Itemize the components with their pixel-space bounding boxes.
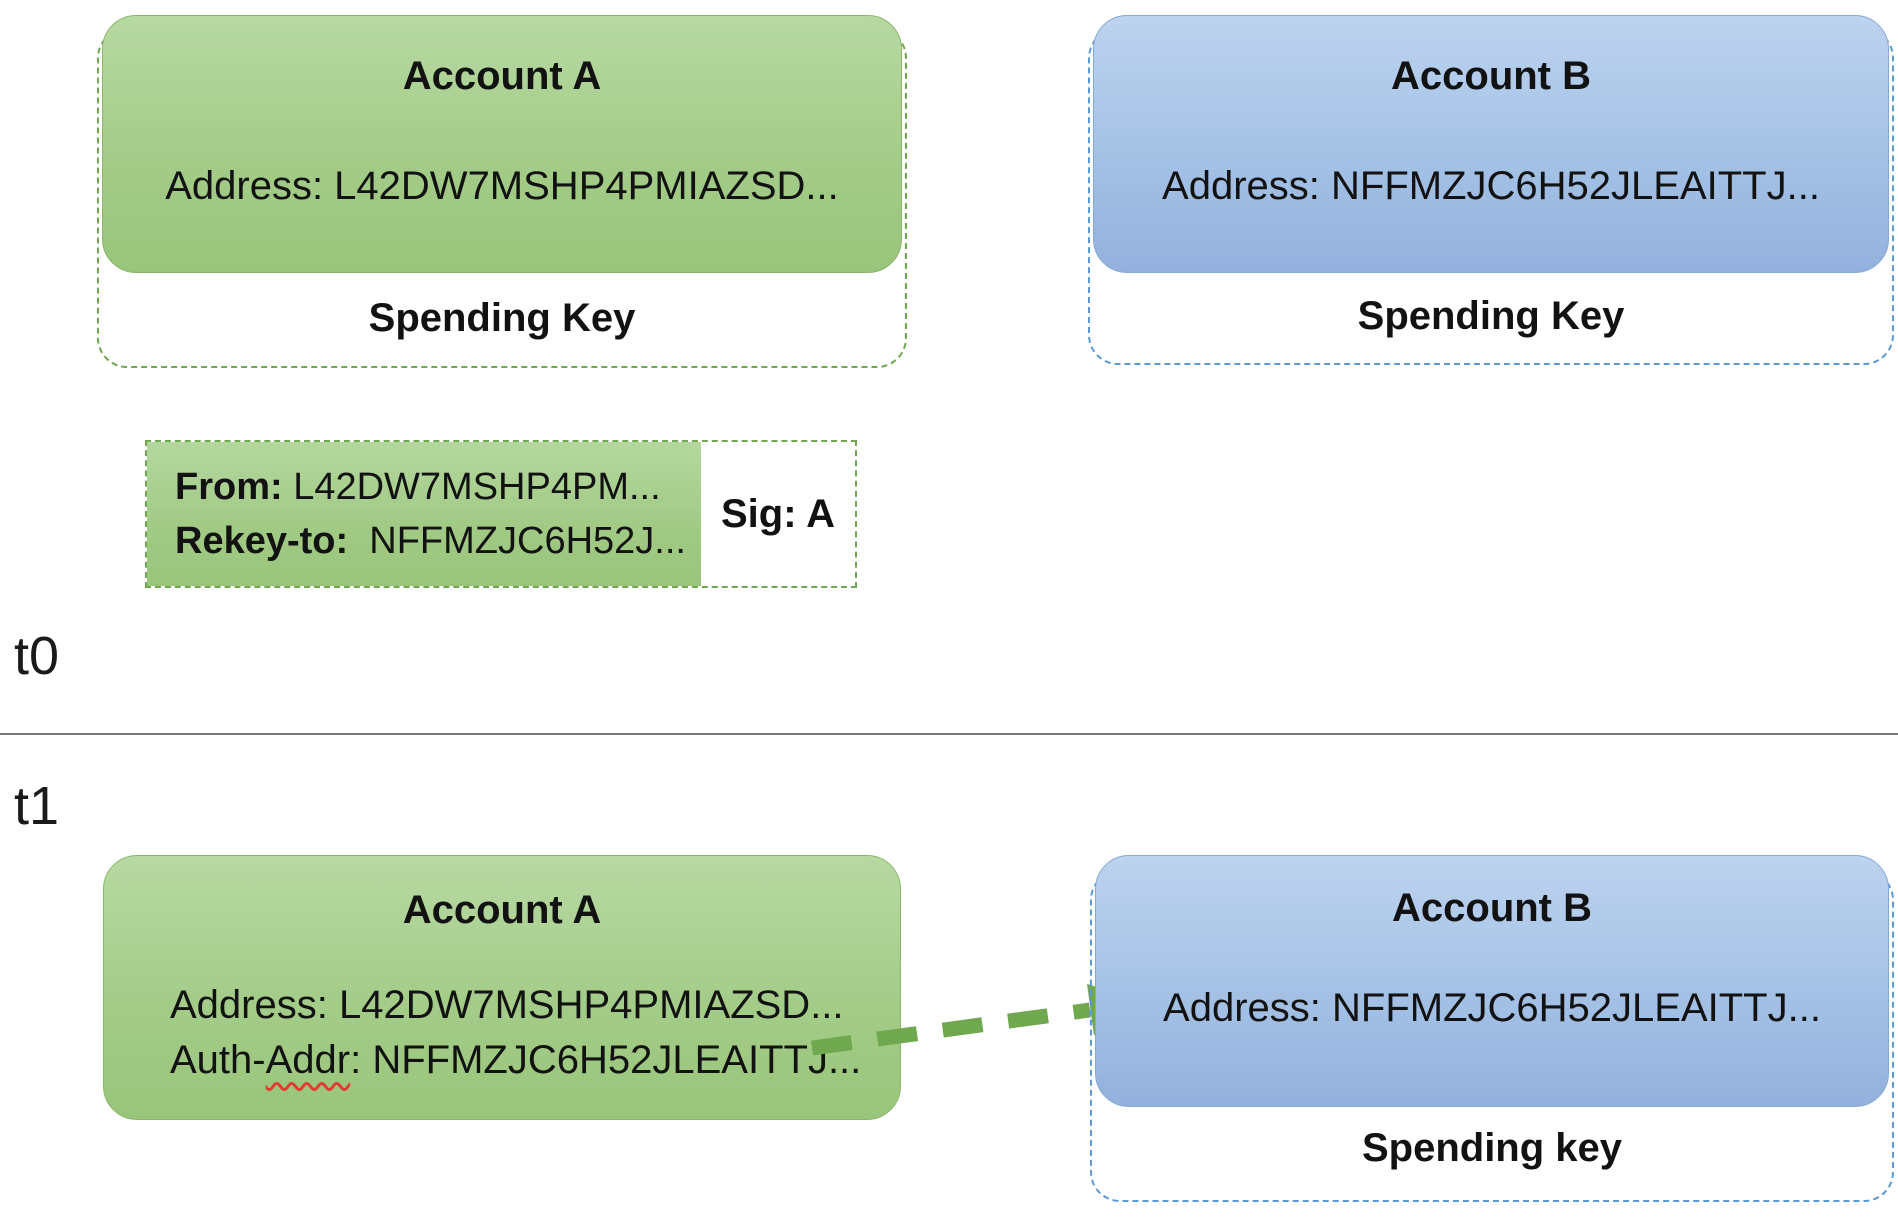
account-a-t1-address-lines: Address: L42DW7MSHP4PMIAZSD... Auth-Addr… [170,978,861,1088]
transaction-rekey-line: Rekey-to: NFFMZJC6H52J... [175,519,701,563]
account-b-t0-spending-key-label: Spending Key [1357,294,1625,338]
account-a-t0-title: Account A [402,54,602,98]
transaction-signature-box: Sig: A [720,491,836,536]
account-a-t1-auth-addr-line: Auth-Addr: NFFMZJC6H52JLEAITTJ... [170,1033,861,1088]
account-b-t1-group: Account B Address: NFFMZJC6H52JLEAITTJ..… [1090,855,1894,1202]
account-b-t1-card: Account B Address: NFFMZJC6H52JLEAITTJ..… [1095,855,1889,1107]
transaction-rekey-label: Rekey-to: [175,520,349,562]
rekey-transaction-box: From: L42DW7MSHP4PM... Rekey-to: NFFMZJC… [145,440,857,588]
account-b-t0-address: Address: NFFMZJC6H52JLEAITTJ... [1162,164,1820,208]
account-b-t1-spending-key-label: Spending key [1361,1126,1623,1170]
t0-label: t0 [14,626,60,686]
account-b-t0-card: Account B Address: NFFMZJC6H52JLEAITTJ..… [1093,15,1889,273]
account-a-t1-group: Account A Address: L42DW7MSHP4PMIAZSD...… [103,855,901,1120]
t1-label: t1 [14,776,60,836]
account-b-t0-group: Account B Address: NFFMZJC6H52JLEAITTJ..… [1088,15,1894,365]
timeline-divider [0,733,1898,735]
account-a-t1-card: Account A Address: L42DW7MSHP4PMIAZSD...… [103,855,901,1120]
account-a-t1-address: Address: L42DW7MSHP4PMIAZSD... [170,983,844,1027]
auth-addr-value: : NFFMZJC6H52JLEAITTJ... [350,1038,862,1082]
account-b-t0-title: Account B [1391,54,1591,98]
account-b-t1-title: Account B [1392,886,1592,930]
account-a-t0-card: Account A Address: L42DW7MSHP4PMIAZSD... [102,15,902,273]
account-b-t1-address: Address: NFFMZJC6H52JLEAITTJ... [1163,986,1821,1030]
account-a-t0-spending-key-label: Spending Key [368,296,636,340]
rekey-transaction-fields: From: L42DW7MSHP4PM... Rekey-to: NFFMZJC… [147,442,701,586]
transaction-from-label: From: [175,466,283,508]
auth-addr-misspelled-word: Addr [265,1038,351,1082]
auth-addr-prefix: Auth- [170,1038,266,1082]
transaction-rekey-value: NFFMZJC6H52J... [348,520,686,562]
transaction-from-line: From: L42DW7MSHP4PM... [175,465,701,509]
account-a-t0-address: Address: L42DW7MSHP4PMIAZSD... [165,164,839,208]
account-a-t0-group: Account A Address: L42DW7MSHP4PMIAZSD...… [97,15,907,368]
account-a-t1-title: Account A [402,888,602,932]
transaction-from-value: L42DW7MSHP4PM... [282,466,661,508]
